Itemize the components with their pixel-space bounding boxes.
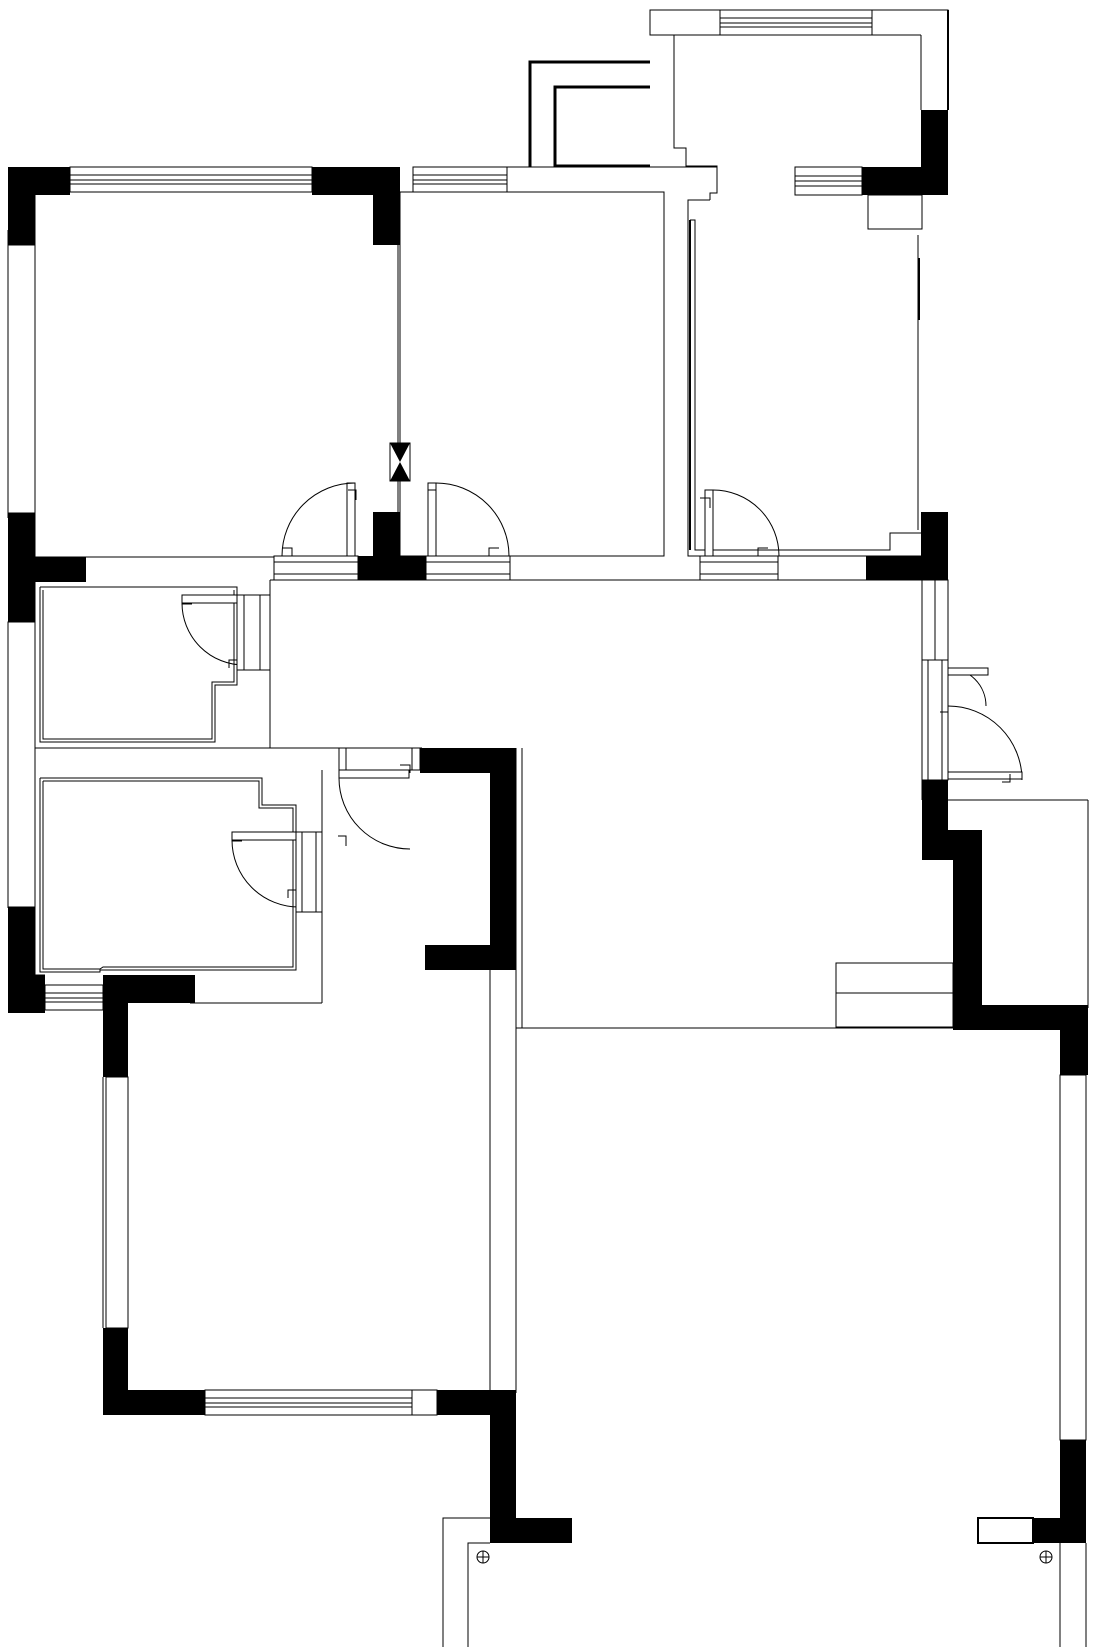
- window-bath-lower: [44, 984, 104, 1011]
- valve-symbol: [389, 442, 411, 482]
- window-southwest-bottom: [204, 1389, 438, 1416]
- window-southwest-side: [105, 1076, 129, 1329]
- windows: [7, 9, 1087, 1441]
- window-kitchen: [794, 166, 863, 196]
- solid-walls: [8, 110, 1088, 1543]
- window-east-living: [1059, 1074, 1087, 1441]
- window-hall-east: [921, 579, 949, 661]
- storage-box-southeast: [977, 1517, 1034, 1544]
- window-west-bath: [7, 621, 36, 908]
- doors: [181, 482, 1023, 913]
- door-bedroom-north-middle: [425, 482, 511, 581]
- window-balcony-top: [719, 9, 873, 36]
- door-bedroom-northwest: [273, 482, 359, 581]
- door-kitchen: [699, 489, 780, 581]
- window-north-middle: [412, 166, 717, 193]
- door-bathroom-west-lower: [231, 831, 323, 913]
- door-corridor: [338, 747, 421, 850]
- column-marker-left: [476, 1550, 490, 1564]
- symbols: [389, 442, 1053, 1564]
- window-west-bedroom: [7, 244, 36, 514]
- window-northwest: [69, 166, 313, 193]
- door-bathroom-west-upper: [181, 594, 271, 671]
- door-entrance-double: [921, 659, 1023, 783]
- column-marker-right: [1039, 1550, 1053, 1564]
- boundary-lines: [528, 10, 949, 550]
